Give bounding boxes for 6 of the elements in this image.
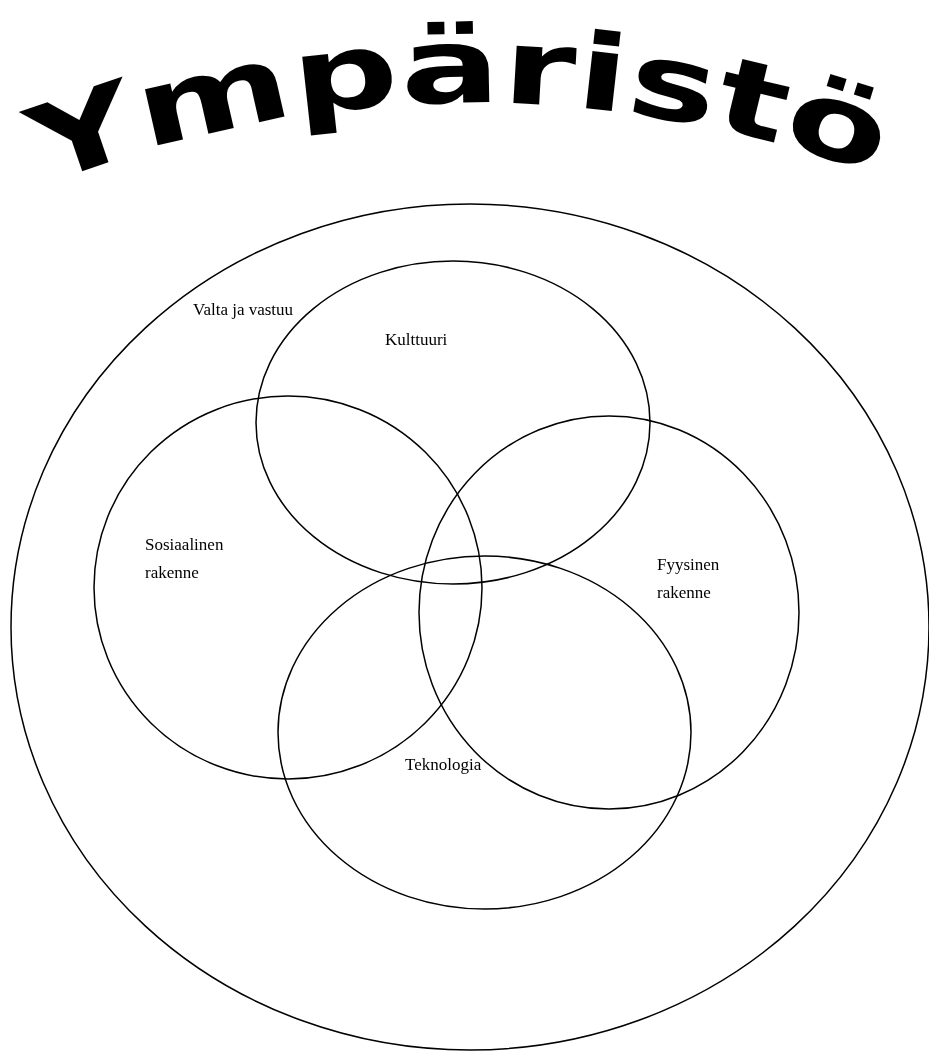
circle-label: Sosiaalinen rakenne	[145, 534, 225, 584]
title: Ympäristö	[13, 5, 878, 208]
circle-label: Fyysinen rakenne	[657, 554, 721, 604]
circle-label: Kulttuuri	[385, 329, 449, 351]
circle-label: Teknologia	[405, 754, 483, 776]
circle-label: Valta ja vastuu	[193, 299, 295, 321]
